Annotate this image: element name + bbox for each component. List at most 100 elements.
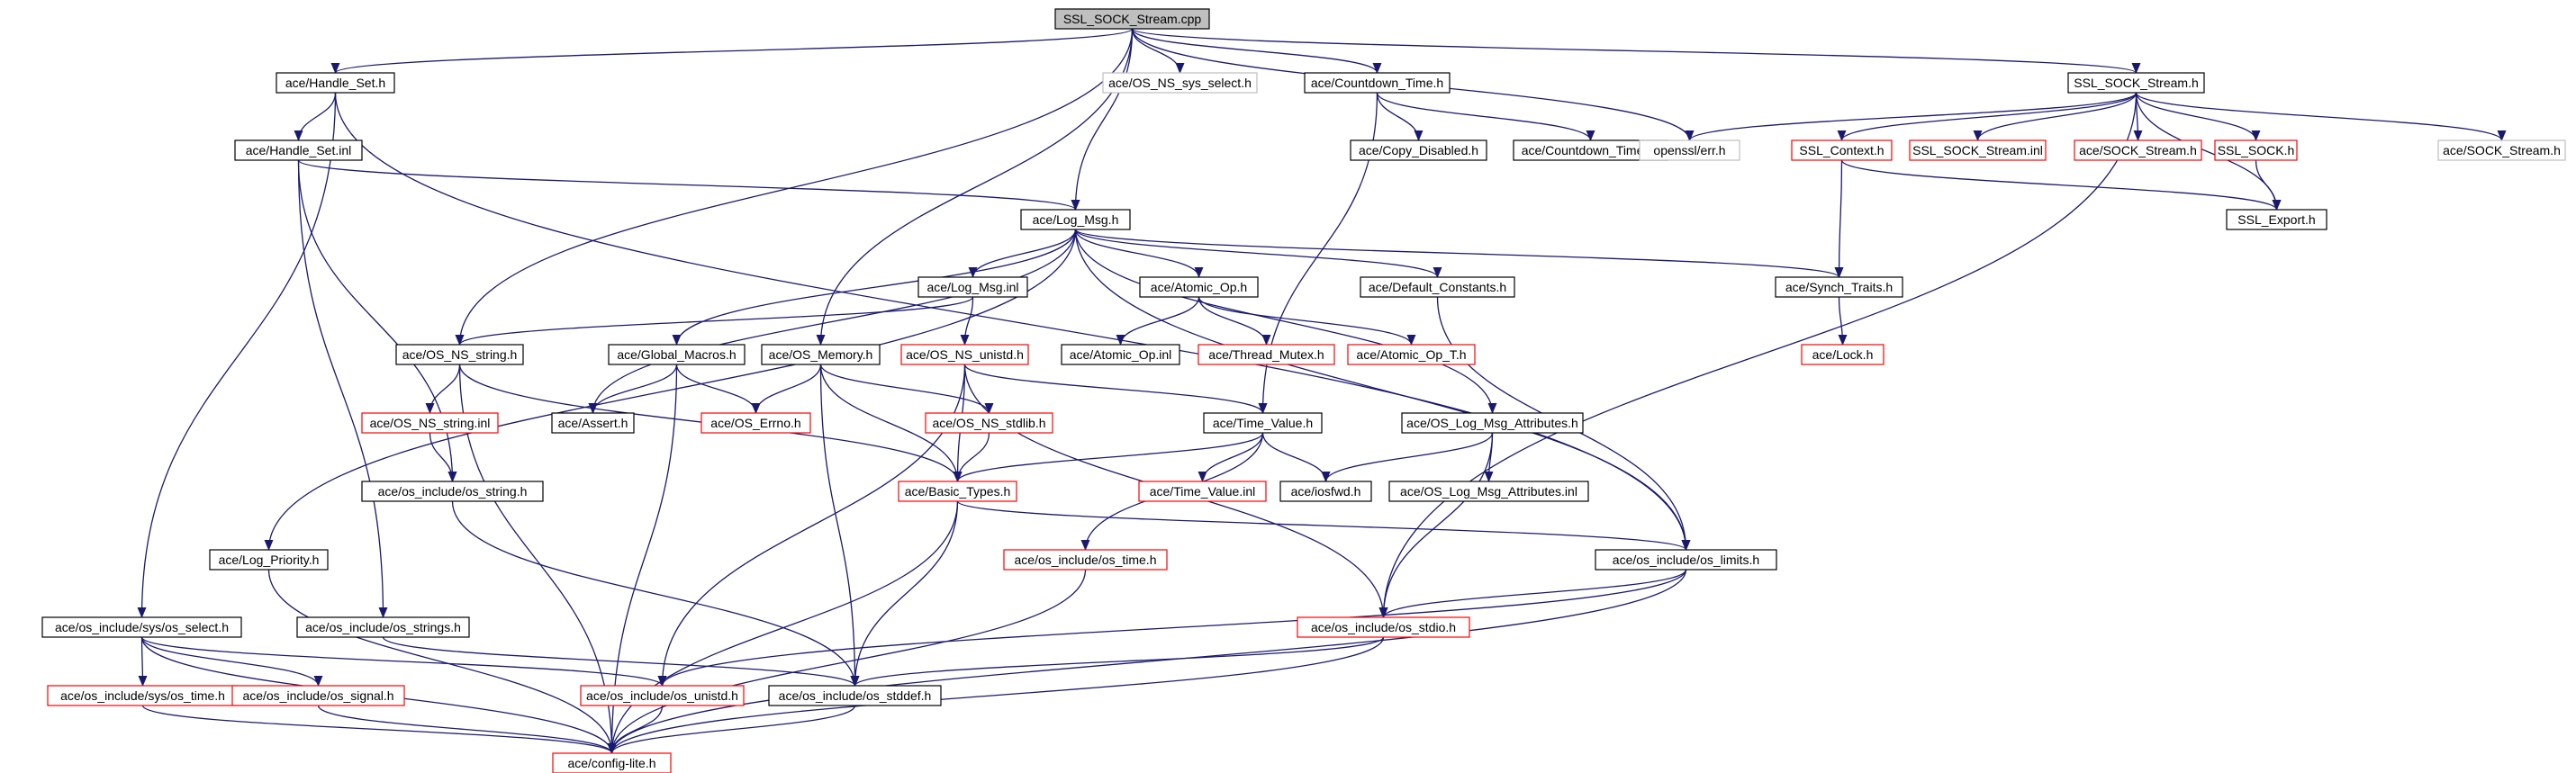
node-box [608, 344, 746, 365]
node-box [768, 685, 942, 706]
node-handle-set-h[interactable]: ace/Handle_Set.h [276, 72, 395, 94]
node-box [917, 276, 1028, 298]
node-basic-types[interactable]: ace/Basic_Types.h [898, 481, 1017, 502]
node-box [395, 344, 524, 365]
node-copy-disabled[interactable]: ace/Copy_Disabled.h [1350, 139, 1487, 161]
edge-countdown_time_h-to-countdown_time_inl [1376, 92, 1595, 141]
node-os-strings[interactable]: ace/os_include/os_strings.h [296, 616, 470, 638]
node-os-log-msg-attr-h[interactable]: ace/OS_Log_Msg_Attributes.h [1401, 412, 1584, 434]
node-config-lite[interactable]: ace/config-lite.h [552, 752, 672, 773]
node-label: ace/SOCK_Stream.h [2079, 143, 2197, 157]
node-box [1054, 8, 1210, 30]
node-openssl-err[interactable]: openssl/err.h [1639, 139, 1740, 161]
node-box [580, 685, 745, 706]
node-assert-h[interactable]: ace/Assert.h [551, 412, 635, 434]
node-label: ace/Time_Value.h [1213, 416, 1313, 430]
node-os-unistd[interactable]: ace/os_include/os_unistd.h [580, 685, 745, 706]
node-box [2214, 139, 2298, 161]
edge-global_macros-to-config_lite [607, 364, 678, 754]
node-thread-mutex[interactable]: ace/Thread_Mutex.h [1198, 344, 1335, 365]
edge-global_macros-to-os_errno [675, 364, 761, 414]
node-box [1388, 481, 1589, 502]
node-iosfwd[interactable]: ace/iosfwd.h [1279, 481, 1372, 502]
node-box [1198, 344, 1335, 365]
node-label: ace/OS_NS_string.inl [370, 416, 491, 430]
node-label: ace/os_include/os_stdio.h [1311, 620, 1456, 634]
node-synch-traits[interactable]: ace/Synch_Traits.h [1775, 276, 1903, 298]
node-ace-sock-stream-gray[interactable]: ace/SOCK_Stream.h [2437, 139, 2566, 161]
node-global-macros[interactable]: ace/Global_Macros.h [608, 344, 746, 365]
node-os-memory[interactable]: ace/OS_Memory.h [761, 344, 881, 365]
node-box [1138, 481, 1267, 502]
node-log-msg-h[interactable]: ace/Log_Msg.h [1020, 209, 1131, 230]
node-ssl-export[interactable]: SSL_Export.h [2226, 209, 2327, 230]
node-label: ace/Atomic_Op.h [1151, 280, 1247, 294]
node-os-stdio[interactable]: ace/os_include/os_stdio.h [1297, 616, 1470, 638]
node-os-time-h[interactable]: ace/os_include/os_time.h [1003, 549, 1168, 571]
node-atomic-op-inl[interactable]: ace/Atomic_Op.inl [1061, 344, 1180, 365]
node-ssl-sock-stream-inl[interactable]: SSL_SOCK_Stream.inl [1909, 139, 2047, 161]
node-label: ace/os_include/os_unistd.h [586, 688, 738, 703]
node-label: ace/OS_NS_string.h [402, 347, 518, 362]
node-sys-os-time[interactable]: ace/os_include/sys/os_time.h [47, 685, 239, 706]
node-ace-lock[interactable]: ace/Lock.h [1801, 344, 1885, 365]
edge-ssl_sock_stream_h-to-openssl_err [1685, 92, 2138, 141]
node-os-errno[interactable]: ace/OS_Errno.h [700, 412, 811, 434]
node-box [1775, 276, 1903, 298]
node-handle-set-inl[interactable]: ace/Handle_Set.inl [234, 139, 363, 161]
node-os-ns-stdlib[interactable]: ace/OS_NS_stdlib.h [925, 412, 1053, 434]
node-box [1347, 344, 1476, 365]
node-box [898, 481, 1017, 502]
node-sys-os-select[interactable]: ace/os_include/sys/os_select.h [41, 616, 242, 638]
edge-sys_os_select-to-sys_os_time [138, 636, 148, 687]
node-os-ns-string-h[interactable]: ace/OS_NS_string.h [395, 344, 524, 365]
edge-os_ns_string_h-to-os_ns_string_inl [425, 364, 461, 414]
node-box [1350, 139, 1487, 161]
node-log-priority[interactable]: ace/Log_Priority.h [209, 549, 329, 571]
node-os-string-h[interactable]: ace/os_include/os_string.h [361, 481, 544, 502]
node-os-ns-unistd[interactable]: ace/OS_NS_unistd.h [900, 344, 1029, 365]
node-os-log-msg-attr-inl[interactable]: ace/OS_Log_Msg_Attributes.inl [1388, 481, 1589, 502]
node-default-constants[interactable]: ace/Default_Constants.h [1360, 276, 1515, 298]
node-os-ns-sys-select[interactable]: ace/OS_NS_sys_select.h [1102, 72, 1258, 94]
edge-os_memory-to-os_errno [751, 364, 822, 414]
edge-root-to-os_ns_sys_select [1131, 28, 1185, 74]
node-time-value-h[interactable]: ace/Time_Value.h [1203, 412, 1323, 434]
node-box [1061, 344, 1180, 365]
edge-os_string_h-to-os_stddef [451, 500, 860, 687]
edge-os_ns_unistd-to-time_value_h [963, 364, 1268, 414]
node-label: ace/Lock.h [1812, 347, 1874, 362]
edge-log_msg_h-to-assert_h [588, 229, 1077, 414]
edge-layer [137, 28, 2507, 754]
node-label: ace/Thread_Mutex.h [1208, 347, 1324, 362]
node-label: ace/Log_Msg.inl [927, 280, 1019, 294]
node-label: ace/Time_Value.inl [1150, 484, 1256, 499]
node-ssl-context[interactable]: SSL_Context.h [1791, 139, 1893, 161]
node-root[interactable]: SSL_SOCK_Stream.cpp [1054, 8, 1210, 30]
node-time-value-inl[interactable]: ace/Time_Value.inl [1138, 481, 1267, 502]
node-os-ns-string-inl[interactable]: ace/OS_NS_string.inl [361, 412, 499, 434]
node-label: SSL_Export.h [2237, 212, 2315, 227]
node-box [234, 139, 363, 161]
node-label: ace/Synch_Traits.h [1785, 280, 1893, 294]
node-box [1203, 412, 1323, 434]
edge-os_time_h-to-config_lite [607, 569, 1087, 754]
node-os-signal[interactable]: ace/os_include/os_signal.h [231, 685, 405, 706]
node-box [1360, 276, 1515, 298]
edge-log_msg_h-to-os_log_msg_attr_h [1074, 229, 1497, 414]
node-countdown-time-h[interactable]: ace/Countdown_Time.h [1304, 72, 1451, 94]
node-log-msg-inl[interactable]: ace/Log_Msg.inl [917, 276, 1028, 298]
node-ssl-sock-h[interactable]: SSL_SOCK.h [2214, 139, 2298, 161]
node-os-stddef[interactable]: ace/os_include/os_stddef.h [768, 685, 942, 706]
node-atomic-op-h[interactable]: ace/Atomic_Op.h [1139, 276, 1259, 298]
node-ssl-sock-stream-h[interactable]: SSL_SOCK_Stream.h [2067, 72, 2205, 94]
node-atomic-op-t[interactable]: ace/Atomic_Op_T.h [1347, 344, 1476, 365]
node-box [1102, 72, 1258, 94]
node-ace-sock-stream-red[interactable]: ace/SOCK_Stream.h [2074, 139, 2202, 161]
node-os-limits[interactable]: ace/os_include/os_limits.h [1595, 549, 1777, 571]
node-box [1639, 139, 1740, 161]
edge-time_value_h-to-basic_types [953, 432, 1264, 482]
node-box [1297, 616, 1470, 638]
node-label: ace/OS_NS_sys_select.h [1108, 76, 1252, 90]
edge-basic_types-to-os_stddef [850, 500, 959, 687]
